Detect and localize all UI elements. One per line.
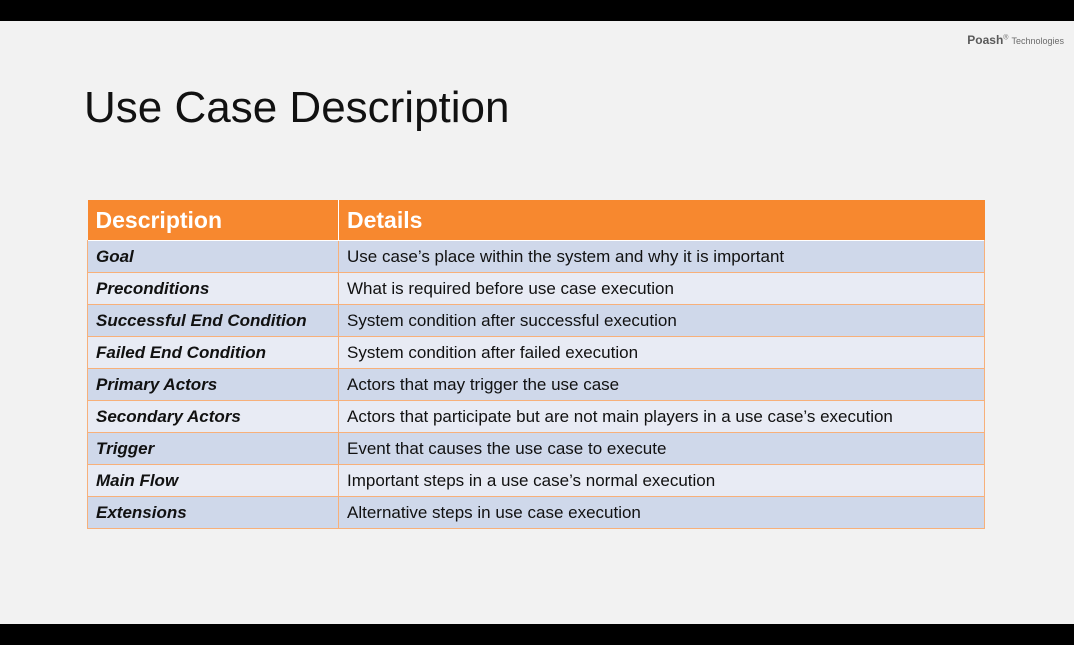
row-details: Alternative steps in use case execution [338, 496, 985, 529]
row-description: Primary Actors [87, 368, 339, 401]
row-details: Event that causes the use case to execut… [338, 432, 985, 465]
letterbox-top [0, 0, 1074, 21]
row-description: Preconditions [87, 272, 339, 305]
column-header-details: Details [338, 200, 985, 241]
table-row: Successful End Condition System conditio… [87, 304, 985, 337]
row-details: Important steps in a use case’s normal e… [338, 464, 985, 497]
table-row: Primary Actors Actors that may trigger t… [87, 368, 985, 401]
row-description: Extensions [87, 496, 339, 529]
table-row: Goal Use case’s place within the system … [87, 240, 985, 273]
table-header-row: Description Details [87, 200, 985, 241]
row-description: Goal [87, 240, 339, 273]
brand-logo: Poash®Technologies [967, 33, 1064, 47]
row-details: Use case’s place within the system and w… [338, 240, 985, 273]
table-row: Secondary Actors Actors that participate… [87, 400, 985, 433]
table-row: Preconditions What is required before us… [87, 272, 985, 305]
row-details: Actors that may trigger the use case [338, 368, 985, 401]
row-details: Actors that participate but are not main… [338, 400, 985, 433]
row-details: System condition after successful execut… [338, 304, 985, 337]
brand-name: Poash [967, 33, 1004, 47]
row-details: What is required before use case executi… [338, 272, 985, 305]
column-header-description: Description [87, 200, 339, 241]
row-description: Main Flow [87, 464, 339, 497]
row-description: Failed End Condition [87, 336, 339, 369]
slide: Poash®Technologies Use Case Description … [0, 21, 1074, 624]
slide-title: Use Case Description [84, 83, 510, 132]
row-description: Secondary Actors [87, 400, 339, 433]
brand-mark: ® [1003, 34, 1009, 42]
row-details: System condition after failed execution [338, 336, 985, 369]
letterbox-bottom [0, 624, 1074, 645]
table-row: Extensions Alternative steps in use case… [87, 496, 985, 529]
table-row: Main Flow Important steps in a use case’… [87, 464, 985, 497]
brand-suffix: Technologies [1011, 36, 1064, 46]
table-row: Failed End Condition System condition af… [87, 336, 985, 369]
table-row: Trigger Event that causes the use case t… [87, 432, 985, 465]
use-case-table: Description Details Goal Use case’s plac… [87, 200, 985, 529]
row-description: Trigger [87, 432, 339, 465]
row-description: Successful End Condition [87, 304, 339, 337]
